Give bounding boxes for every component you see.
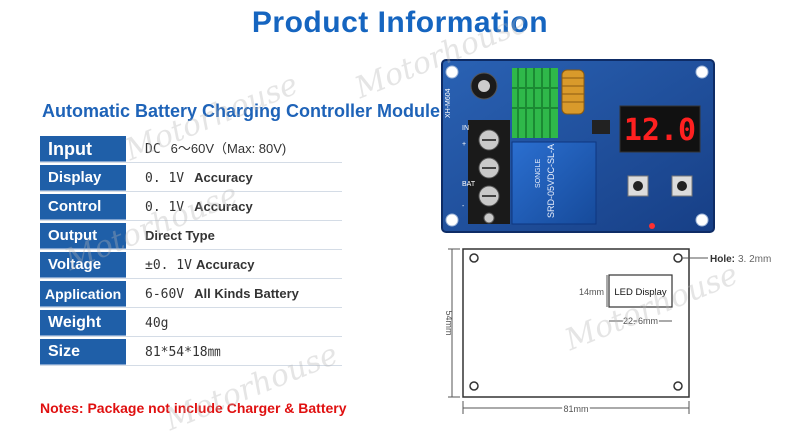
spec-value-primary: DC [145, 142, 161, 157]
spec-label: Size [40, 339, 126, 365]
terminal-label: + [462, 141, 466, 148]
board-outline [462, 248, 690, 398]
relay-label: SRD-05VDC-SL-A [546, 144, 556, 218]
spec-label: Weight [40, 310, 126, 336]
status-led [649, 223, 655, 229]
hole-label: Hole:3. 2mm [710, 254, 771, 265]
heatsink [512, 68, 558, 138]
led-width-label: 22. 6mm [623, 316, 658, 326]
spec-row-weight: Weight 40g [40, 310, 342, 337]
chip [592, 120, 610, 134]
spec-value: 81*54*18㎜ [145, 339, 231, 365]
spec-value-primary: 0. 1V [145, 200, 185, 215]
inductor [561, 69, 585, 115]
spec-label: Voltage [40, 252, 126, 278]
spec-row-input: Input DC 6～60V（Max: 80V) [40, 136, 342, 163]
spec-value: 6-60V All Kinds Battery [145, 281, 299, 307]
relay [511, 141, 597, 225]
spec-value-secondary: Direct Type [145, 228, 215, 243]
terminal-label: BAT [462, 181, 476, 188]
spec-label: Control [40, 194, 126, 220]
mount-hole [445, 213, 459, 227]
spec-label: Application [40, 281, 126, 307]
led-display-label: LED Display [614, 287, 667, 298]
spec-value-primary: 81*54*18㎜ [145, 345, 221, 360]
spec-label: Output [40, 223, 126, 249]
led-reading: 12.0 [624, 113, 696, 148]
spec-table: Input DC 6～60V（Max: 80V) Display 0. 1V Acc… [40, 136, 342, 368]
spec-label: Input [40, 136, 126, 162]
screw-icon [483, 212, 495, 224]
mount-hole [469, 381, 479, 391]
board-height-label: 54mm [444, 310, 454, 335]
notes-text: Notes: Package not include Charger & Bat… [40, 400, 347, 416]
dimension-diagram: Hole:3. 2mm LED Display 14mm 22. 6mm 54m… [444, 248, 771, 416]
spec-value-secondary: All Kinds Battery [194, 286, 299, 301]
spec-row-application: Application 6-60V All Kinds Battery [40, 281, 342, 308]
spec-value: 0. 1V Accuracy [145, 165, 253, 191]
relay-brand: SONGLE [535, 158, 542, 188]
spec-label: Display [40, 165, 126, 191]
spec-value-primary: 40g [145, 316, 169, 331]
spec-value-secondary: Accuracy [195, 257, 255, 272]
spec-row-output: Output Direct Type [40, 223, 342, 250]
led-display [619, 105, 701, 153]
spec-row-control: Control 0. 1V Accuracy [40, 194, 342, 221]
product-subtitle: Automatic Battery Charging Controller Mo… [42, 101, 441, 121]
spec-row-size: Size 81*54*18㎜ [40, 339, 342, 366]
spec-value: 0. 1V Accuracy [145, 194, 253, 220]
model-text: XH-M604 [445, 88, 452, 118]
led-display-outline [608, 274, 673, 308]
spec-value-secondary: Accuracy [194, 199, 253, 214]
spec-value: 40g [145, 310, 178, 336]
led-height-label: 14mm [579, 287, 604, 297]
board-photo: IN + BAT - XH-M604 12.0 SRD-05VDC-SL-A S… [441, 59, 715, 233]
terminal-label: - [462, 203, 465, 210]
terminal-label: IN [462, 125, 469, 132]
spec-value-primary: 6-60V [145, 287, 185, 302]
spec-value-primary: ±0. 1V [145, 258, 192, 273]
spec-value: Direct Type [145, 223, 215, 249]
spec-value-secondary: Accuracy [194, 170, 253, 185]
board-width-label: 81mm [563, 404, 588, 414]
spec-row-display: Display 0. 1V Accuracy [40, 165, 342, 192]
mount-hole [695, 213, 709, 227]
spec-value-secondary: 6～60V（Max: 80V) [170, 141, 287, 156]
mount-hole [695, 65, 709, 79]
spec-value: DC 6～60V（Max: 80V) [145, 136, 286, 162]
mount-hole [469, 253, 479, 263]
mount-hole [445, 65, 459, 79]
spec-value-primary: 0. 1V [145, 171, 185, 186]
page-title: Product Information [251, 6, 549, 39]
mount-hole [673, 381, 683, 391]
